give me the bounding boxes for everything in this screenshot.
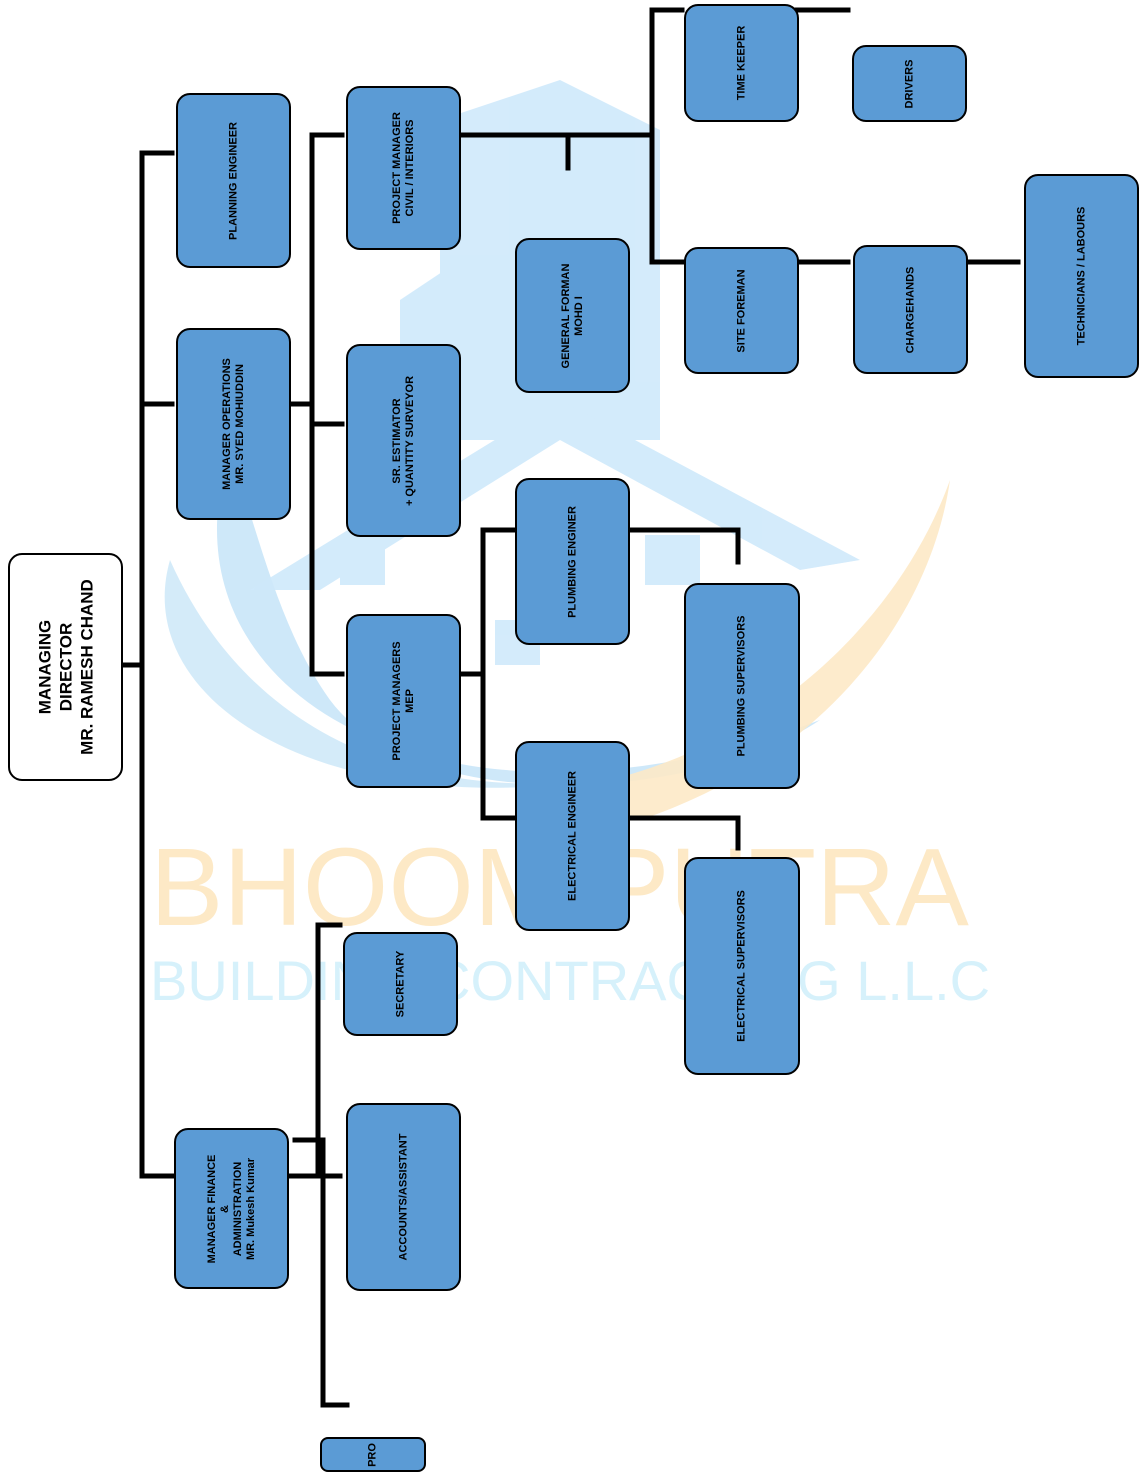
planning-engineer-box: PLANNING ENGINEER [176,93,291,268]
accounts-assistant-box: ACCOUNTS/ASSISTANT [346,1103,461,1291]
electrical-supervisors-box: ELECTRICAL SUPERVISORS [684,857,800,1075]
watermark-subtitle: BUILDING CONTRACTING L.L.C [150,949,990,1012]
pro-box: PRO [320,1437,426,1472]
secretary-box: SECRETARY [343,932,458,1036]
time-keeper-box: TIME KEEPER [684,4,799,122]
drivers-box: DRIVERS [852,45,967,122]
managing-director-box: MANAGING DIRECTOR MR. RAMESH CHAND [8,553,123,781]
manager-finance-box: MANAGER FINANCE & ADMINISTRATION MR. Muk… [174,1128,289,1289]
plumbing-supervisors-box: PLUMBING SUPERVISORS [684,583,800,789]
manager-operations-box: MANAGER OPERATIONS MR. SYED MOHIUDDIN [176,328,291,520]
managing-director-label: MANAGING DIRECTOR MR. RAMESH CHAND [35,579,96,755]
sr-estimator-box: SR. ESTIMATOR + QUANTITY SURVEYOR [346,344,461,537]
technicians-labours-box: TECHNICIANS / LABOURS [1024,174,1139,378]
general-foreman-box: GENERAL FORMAN MOHD I [515,238,630,393]
plumbing-engineer-box: PLUMBING ENGINER [515,478,630,645]
electrical-engineer-box: ELECTRICAL ENGINEER [515,741,630,931]
project-managers-mep-box: PROJECT MANAGERS MEP [346,614,461,788]
site-foreman-box: SITE FOREMAN [684,247,799,374]
project-manager-civil-box: PROJECT MANAGER CIVIL / INTERIORS [346,86,461,250]
chargehands-box: CHARGEHANDS [853,245,968,374]
